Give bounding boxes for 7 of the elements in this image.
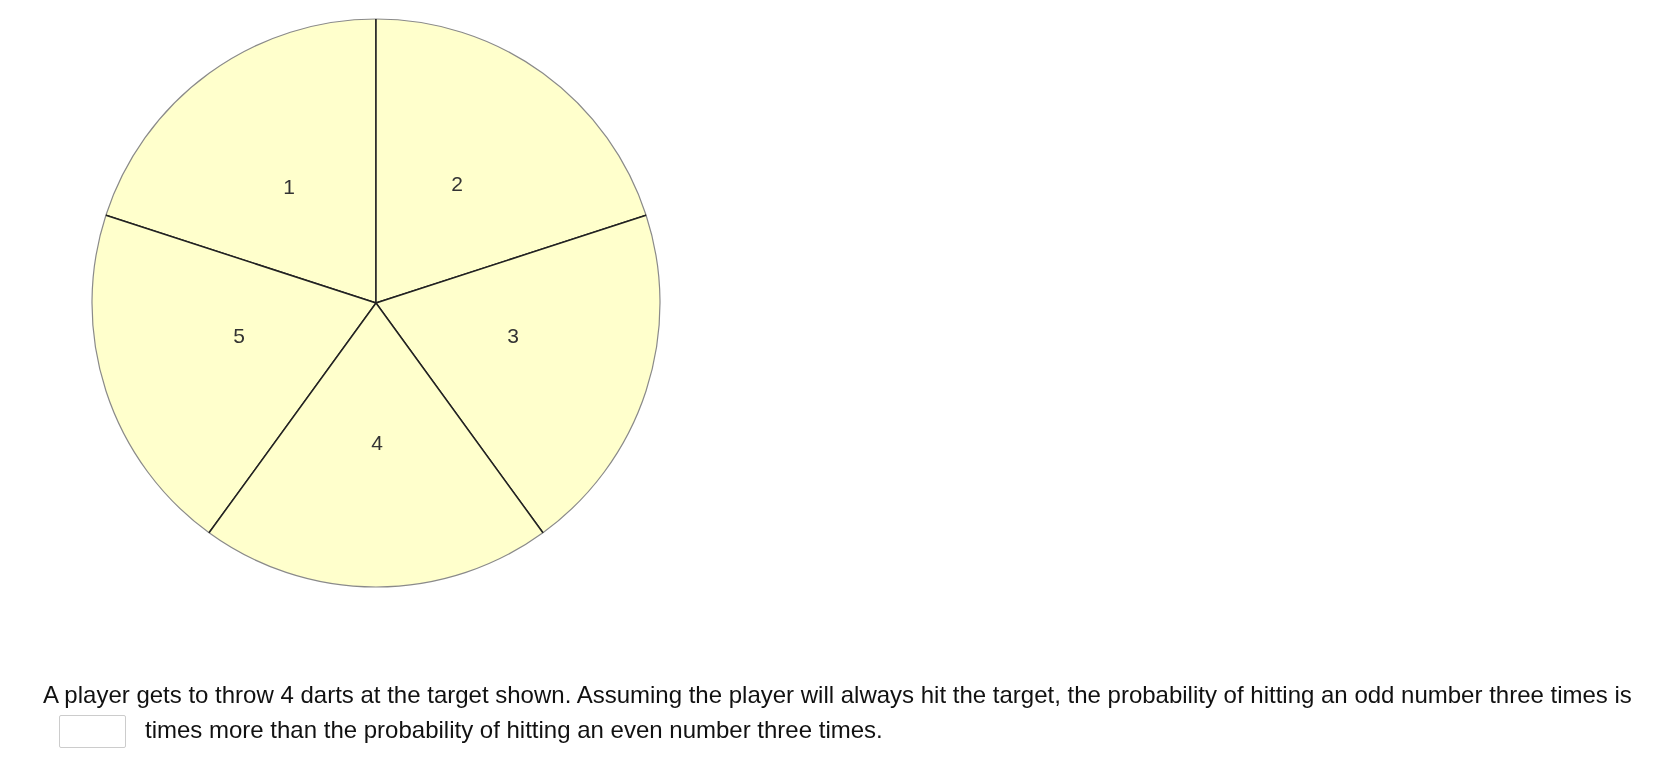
sector-number: 5 [233,324,245,346]
sector-number: 1 [283,175,295,197]
question-text: A player gets to throw 4 darts at the target shown. Assuming the player will always hit the target, the probability of hitting an odd number three times is [43,680,1632,710]
sector-number: 3 [507,324,519,346]
sector-number: 4 [371,431,383,453]
question-text: times more than the probability of hitting an even number three times. [145,715,883,745]
sector-number: 2 [451,172,463,194]
